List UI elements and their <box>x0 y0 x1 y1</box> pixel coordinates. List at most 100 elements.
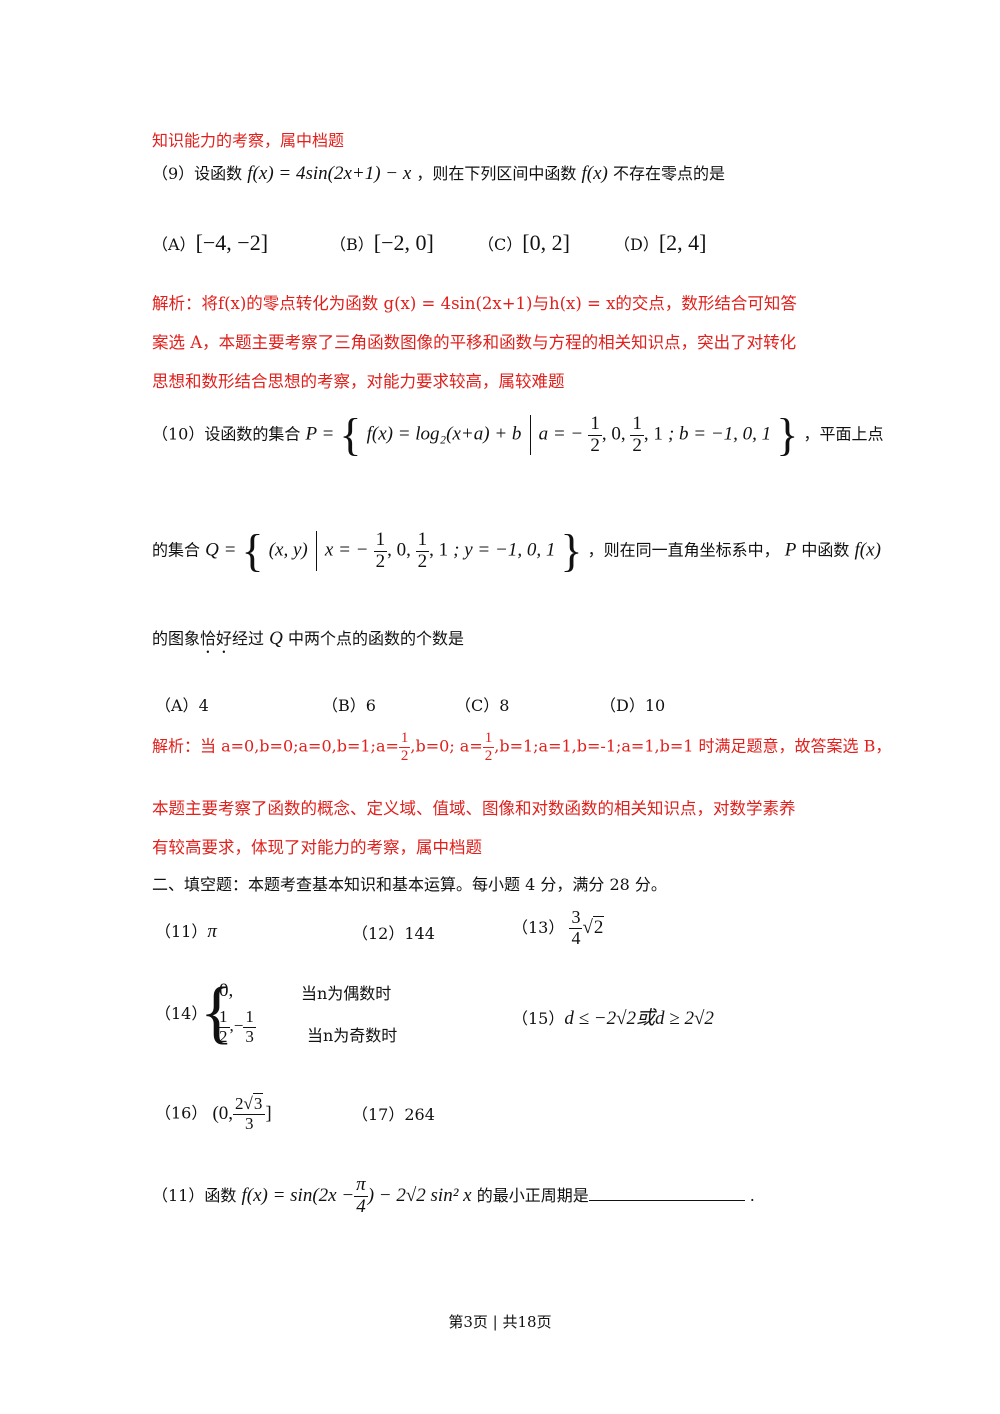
answer-value: 264 <box>404 1105 435 1124</box>
case-value: 0, <box>219 980 234 1001</box>
answer-label: （15） <box>512 1009 565 1028</box>
values-sep: , 0, <box>387 539 416 561</box>
values-sep: , 0, <box>601 423 631 445</box>
q-letter: Q <box>269 628 283 649</box>
option-label: （B） <box>322 696 366 715</box>
q10-line2-mid: ，则在同一直角坐标系中， <box>587 540 780 560</box>
option-value: [−4, −2] <box>195 230 269 255</box>
set-p-lhs: P = <box>305 423 335 445</box>
set-divider <box>529 415 531 455</box>
q9-mid: ，则在下列区间中函数 <box>416 164 577 183</box>
option-label: （A） <box>155 696 199 715</box>
set-q-cond-rest: ; y = −1, 0, 1 <box>453 539 556 561</box>
answer-label: （11） <box>155 922 208 941</box>
q10-line3-prefix: 的图象 <box>152 629 201 648</box>
option-label: （C） <box>478 235 523 254</box>
q10-option-d: （D）10 <box>600 692 665 716</box>
option-label: （D） <box>600 696 645 715</box>
answer-label: （17） <box>352 1105 405 1124</box>
page-footer: 第3页 | 共18页 <box>448 1313 552 1331</box>
q11-function-part-1: f(x) = sin(2x − <box>241 1184 355 1206</box>
left-brace: { <box>339 409 362 460</box>
q10-option-b: （B）6 <box>322 692 376 716</box>
answer-11: （11）π <box>155 918 217 943</box>
option-value: 10 <box>644 696 666 715</box>
q10-analysis-line-2: 本题主要考察了函数的概念、定义域、值域、图像和对数函数的相关知识点，对数学素养 <box>152 799 796 818</box>
q9-option-c: （C）[0, 2] <box>478 230 570 256</box>
emphasis-text: 恰好 <box>200 629 233 648</box>
q9-analysis-line-2: 案选 A，本题主要考察了三角函数图像的平移和函数与方程的相关知识点，突出了对转化 <box>152 333 797 352</box>
set-q-cond-x: x = − <box>324 539 369 561</box>
q9-suffix: 不存在零点的是 <box>612 164 725 183</box>
answer-label: （12） <box>352 924 405 943</box>
p-letter: P <box>784 539 797 561</box>
q9-option-b: （B）[−2, 0] <box>330 230 434 256</box>
q9-analysis-line-3: 思想和数形结合思想的考察，对能力要求较高，属较难题 <box>152 372 565 391</box>
q10-line3-suffix: 中两个点的函数的个数是 <box>287 629 464 648</box>
answer-12: （12）144 <box>352 920 435 944</box>
option-label: （C） <box>455 696 500 715</box>
answer-15: （15）d ≤ −2√2或d ≥ 2√2 <box>512 1003 714 1030</box>
answer-label: （16） <box>155 1103 208 1123</box>
answer-17: （17）264 <box>352 1101 435 1125</box>
sqrt-two: √2 <box>582 915 605 938</box>
analysis-continuation: 知识能力的考察，属中档题 <box>152 131 345 150</box>
q10-line2-prefix: 的集合 <box>152 540 201 560</box>
option-value: 8 <box>499 696 510 715</box>
case-condition: 当n为偶数时 <box>301 984 392 1003</box>
q11-end: . <box>749 1185 755 1205</box>
case-brace: { <box>200 974 234 1051</box>
q10-line2-suffix: 中函数 <box>801 540 850 560</box>
right-brace: } <box>560 525 583 576</box>
option-value: [−2, 0] <box>373 230 434 255</box>
q9-option-a: （A）[−4, −2] <box>152 230 268 256</box>
answer-value: 144 <box>404 924 435 943</box>
answer-blank[interactable] <box>588 1186 745 1201</box>
set-p-cond-rest: ; b = −1, 0, 1 <box>667 423 772 445</box>
q10-option-a: （A）4 <box>155 692 209 716</box>
q9-fx: f(x) <box>581 163 608 184</box>
set-divider <box>315 531 317 571</box>
question-10-line-1: （10）设函数的集合 P = { f(x) = log₂(x+a) + b a … <box>152 412 883 458</box>
set-q-lhs: Q = <box>205 539 237 561</box>
section-heading: 二、填空题：本题考查基本知识和基本运算。每小题 4 分，满分 28 分。 <box>152 875 667 894</box>
q11-suffix: 的最小正周期是 <box>476 1185 589 1205</box>
answer-value: π <box>207 921 217 942</box>
question-10-line-3: 的图象恰好经过 Q 中两个点的函数的个数是 <box>152 625 464 657</box>
right-brace: } <box>776 409 799 460</box>
q11-prefix: （11）函数 <box>152 1185 237 1205</box>
q9-function: f(x) = 4sin(2x+1) − x <box>247 163 412 184</box>
q10-analysis-line-3: 有较高要求，体现了对能力的考察，属中档题 <box>152 838 482 857</box>
option-value: 6 <box>365 696 376 715</box>
values-sep: , 1 <box>643 423 663 445</box>
q11-function-part-2: ) − 2√2 sin² x <box>367 1184 472 1206</box>
q9-option-d: （D）[2, 4] <box>614 230 707 256</box>
option-value: 4 <box>198 696 209 715</box>
option-label: （D） <box>614 235 659 254</box>
q10-prefix: （10）设函数的集合 <box>152 424 301 444</box>
answer-value: d ≤ −2√2或d ≥ 2√2 <box>564 1008 714 1029</box>
option-label: （A） <box>152 235 196 254</box>
q10-line3-mid: 经过 <box>232 629 265 648</box>
answer-label: （13） <box>512 917 565 937</box>
set-p-cond-a: a = − <box>538 423 584 445</box>
q9-analysis-line-1: 解析：将f(x)的零点转化为函数 g(x) = 4sin(2x+1)与h(x) … <box>152 294 797 313</box>
left-brace: { <box>241 525 264 576</box>
